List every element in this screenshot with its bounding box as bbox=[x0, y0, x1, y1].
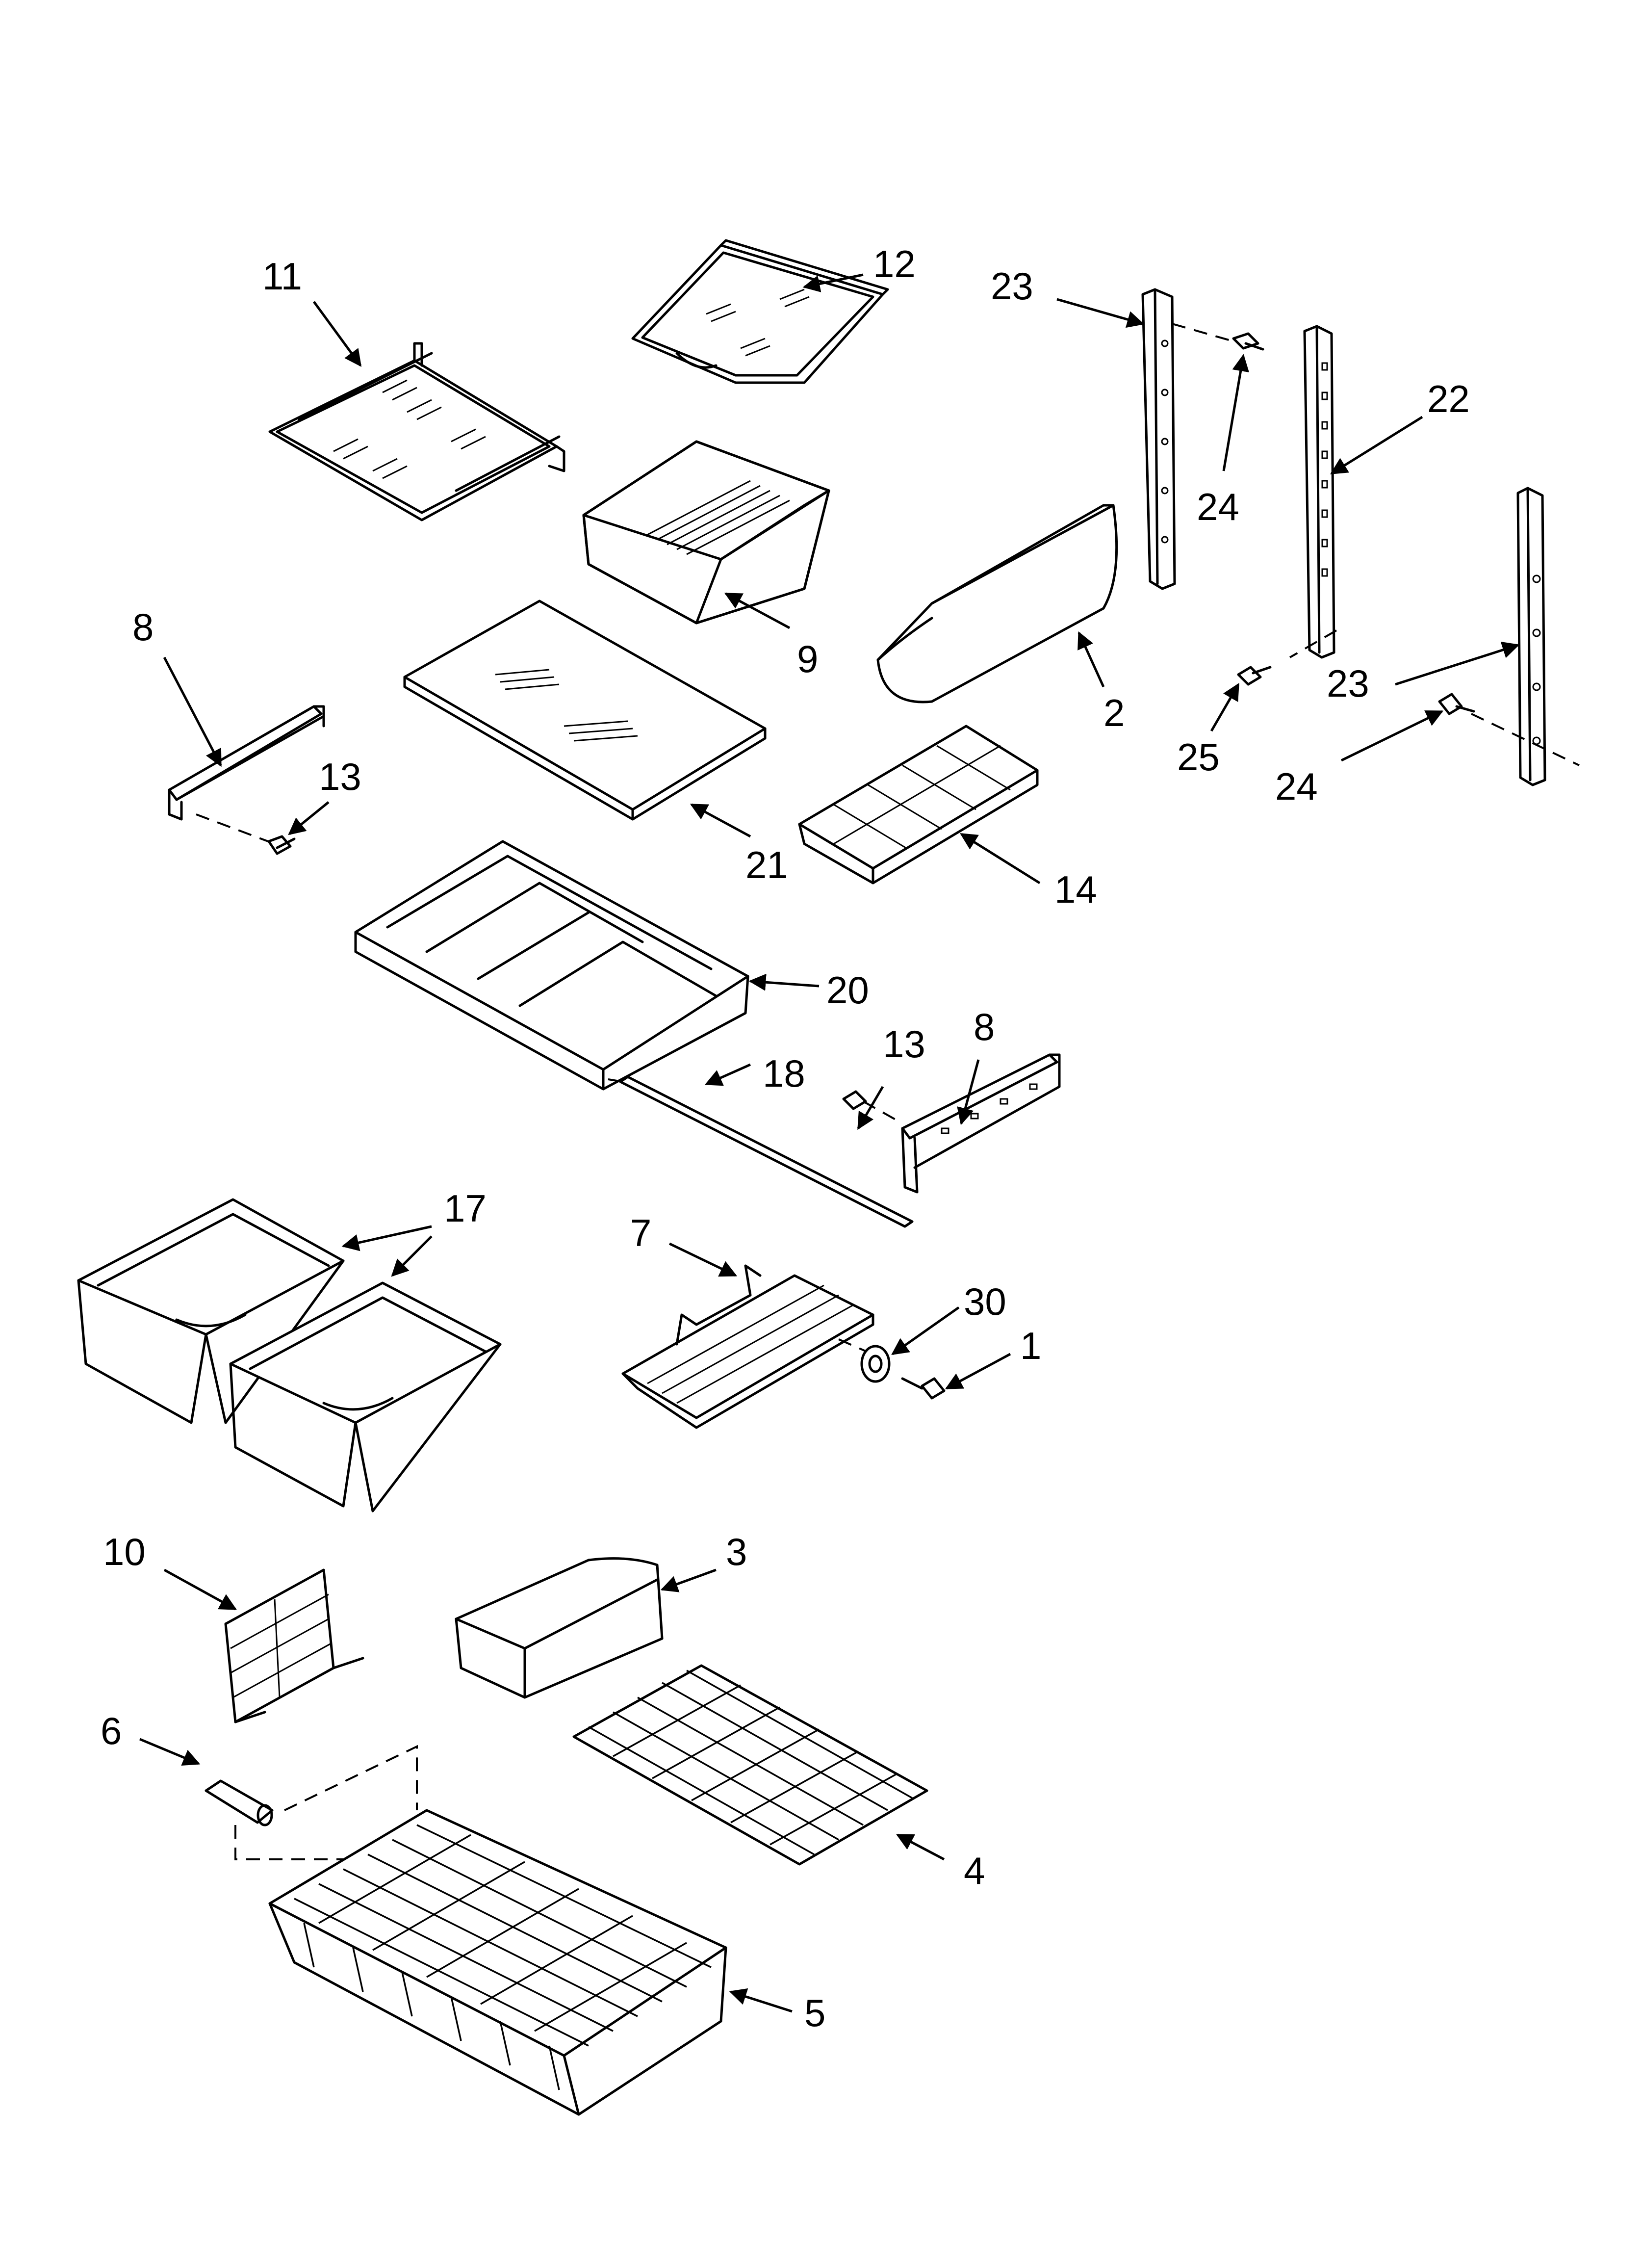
part-22-center-rail bbox=[1303, 325, 1335, 659]
callout-30: 30 bbox=[964, 1280, 1006, 1323]
callout-23: 23 bbox=[991, 264, 1033, 308]
screw-24-upper bbox=[1232, 332, 1264, 351]
screw-25 bbox=[1237, 666, 1272, 686]
part-17-crisper-drawer-right bbox=[229, 1281, 502, 1512]
callout-7: 7 bbox=[630, 1211, 651, 1254]
callout-6: 6 bbox=[101, 1709, 122, 1752]
callout-labels: 11 12 23 22 24 9 2 8 13 21 14 23 25 24 2… bbox=[101, 242, 1470, 2034]
part-21-glass-panel bbox=[403, 600, 767, 821]
part-17-crisper-drawer-left bbox=[77, 1198, 345, 1424]
callout-22: 22 bbox=[1427, 377, 1470, 420]
part-20-crisper-cover-frame bbox=[354, 840, 749, 1091]
part-12-glass-shelf bbox=[631, 239, 889, 384]
screw-13-lower bbox=[842, 1090, 903, 1124]
part-7-slide-bracket bbox=[621, 1264, 874, 1429]
part-6-tube bbox=[205, 1779, 274, 1826]
part-8-left-bracket bbox=[168, 705, 325, 821]
callout-2: 2 bbox=[1103, 691, 1125, 734]
callout-1: 1 bbox=[1020, 1324, 1041, 1367]
part-23-left-rail bbox=[1141, 288, 1176, 590]
callout-17: 17 bbox=[444, 1187, 487, 1230]
leader-lines bbox=[139, 273, 1520, 2013]
callout-13: 13 bbox=[319, 755, 361, 798]
callout-9: 9 bbox=[797, 637, 818, 680]
callout-10: 10 bbox=[103, 1530, 146, 1573]
part-3-bin bbox=[455, 1557, 664, 1699]
callout-5: 5 bbox=[804, 1991, 825, 2034]
callout-3: 3 bbox=[726, 1530, 747, 1573]
part-4-wire-shelf bbox=[572, 1664, 928, 1866]
part-11-slide-out-shelf bbox=[268, 342, 565, 521]
part-18-rod bbox=[608, 1075, 914, 1228]
part-23-right-rail bbox=[1516, 487, 1546, 786]
callout-11: 11 bbox=[262, 255, 302, 298]
callout-18: 18 bbox=[763, 1052, 805, 1095]
callout-13: 13 bbox=[883, 1022, 925, 1066]
part-10-divider bbox=[224, 1568, 364, 1723]
part-8-right-bracket bbox=[901, 1053, 1061, 1194]
part-9-deli-drawer bbox=[582, 440, 830, 625]
callout-21: 21 bbox=[745, 843, 788, 886]
part-14-ice-cube-tray bbox=[798, 725, 1039, 885]
callout-23: 23 bbox=[1327, 662, 1369, 705]
callout-24: 24 bbox=[1197, 485, 1239, 528]
callout-4: 4 bbox=[964, 1849, 985, 1892]
callout-25: 25 bbox=[1177, 735, 1220, 779]
part-30-spacer bbox=[860, 1345, 891, 1383]
callout-12: 12 bbox=[873, 242, 916, 286]
callout-24: 24 bbox=[1275, 765, 1318, 808]
callout-8: 8 bbox=[974, 1005, 995, 1048]
callout-14: 14 bbox=[1054, 868, 1097, 911]
callout-20: 20 bbox=[826, 968, 869, 1012]
screw-1 bbox=[901, 1377, 946, 1400]
screw-13-upper bbox=[267, 835, 296, 855]
callout-8: 8 bbox=[132, 605, 154, 649]
part-2-curved-cover bbox=[876, 504, 1118, 704]
part-5-wire-basket bbox=[268, 1809, 727, 2116]
screw-24-lower bbox=[1438, 693, 1475, 715]
